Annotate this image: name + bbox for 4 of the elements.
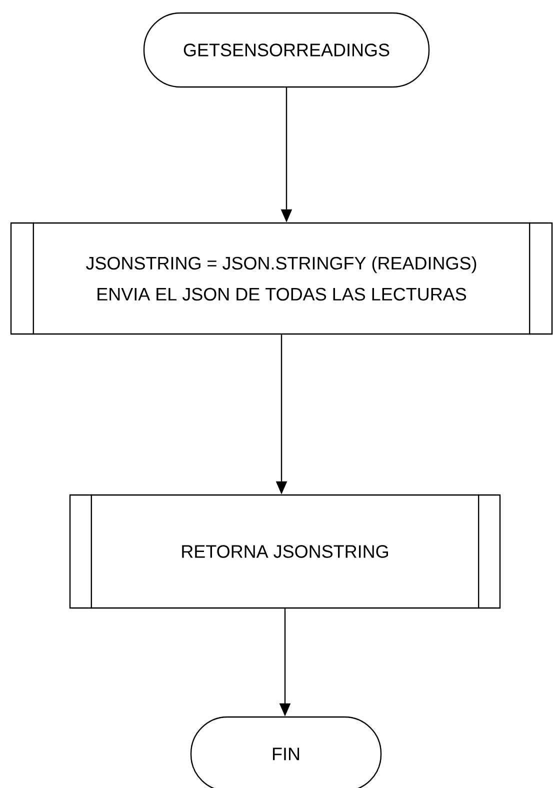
subroutine-box: RETORNA JSONSTRING	[69, 494, 501, 609]
terminal-box: GETSENSORREADINGS	[143, 12, 430, 88]
terminal-box: FIN	[190, 716, 382, 788]
subroutine-box: JSONSTRING = JSON.STRINGFY (READINGS) ENVIA EL JSON DE TODAS LAS LECTURAS	[10, 222, 553, 335]
